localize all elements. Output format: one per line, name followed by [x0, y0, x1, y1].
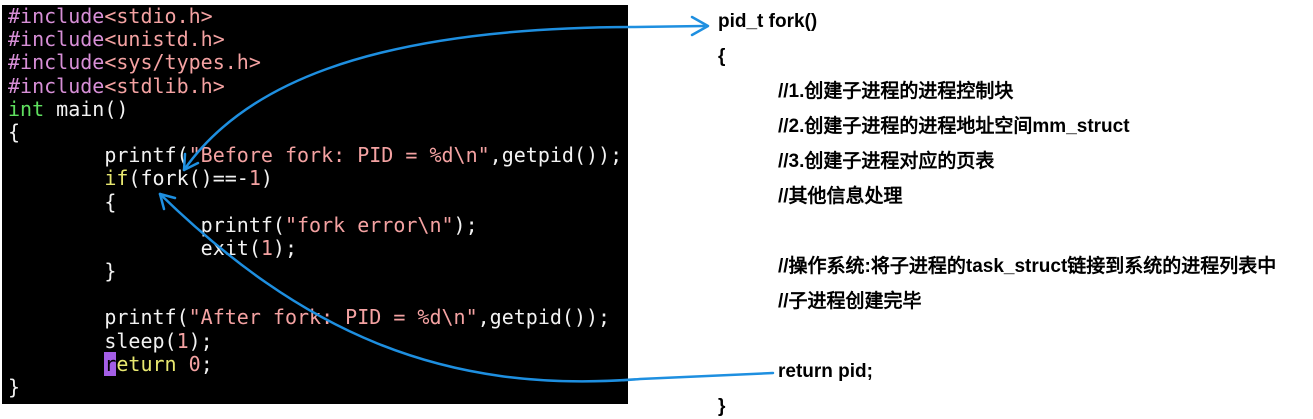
code-token: sleep( — [104, 328, 177, 353]
code-token: 1 — [248, 166, 261, 191]
comment-link-task-struct: //操作系统:将子进程的task_struct链接到系统的进程列表中 — [778, 256, 1277, 277]
comment-other-info: //其他信息处理 — [778, 186, 903, 207]
comment-create-pcb: //1.创建子进程的进程控制块 — [778, 81, 1014, 102]
code-token: <stdio.h> — [104, 5, 213, 28]
code-line: #include<stdio.h> — [8, 5, 622, 28]
comment-child-created: //子进程创建完毕 — [778, 291, 922, 312]
code-token: #include — [8, 27, 105, 52]
code-line: { — [8, 189, 622, 214]
code-line: } — [8, 259, 622, 284]
code-line: } — [8, 375, 622, 399]
code-token: #include — [8, 73, 105, 98]
code-token: ) — [260, 166, 273, 191]
fork-signature: pid_t fork() — [718, 11, 818, 32]
code-token: (fork()==- — [128, 166, 249, 191]
comment-create-mm-struct: //2.创建子进程的进程地址空间mm_struct — [778, 116, 1130, 137]
code-token: } — [8, 375, 21, 399]
open-brace: { — [718, 46, 726, 67]
code-token: printf( — [104, 143, 189, 168]
code-line: if(fork()==-1) — [8, 167, 622, 190]
comment-create-page-table: //3.创建子进程对应的页表 — [778, 151, 995, 172]
code-token: #include — [8, 50, 105, 75]
text-cursor: r — [104, 351, 117, 376]
code-token: { — [104, 189, 117, 214]
code-token: main() — [44, 96, 129, 121]
code-line: int main() — [8, 96, 622, 121]
code-line: { — [8, 119, 622, 144]
code-token: { — [8, 119, 21, 144]
code-token: int — [8, 96, 45, 121]
code-token: } — [104, 259, 117, 284]
close-brace: } — [718, 396, 726, 417]
return-statement: return pid; — [778, 361, 873, 382]
code-token: if — [104, 166, 129, 191]
code-token: #include — [8, 5, 105, 28]
